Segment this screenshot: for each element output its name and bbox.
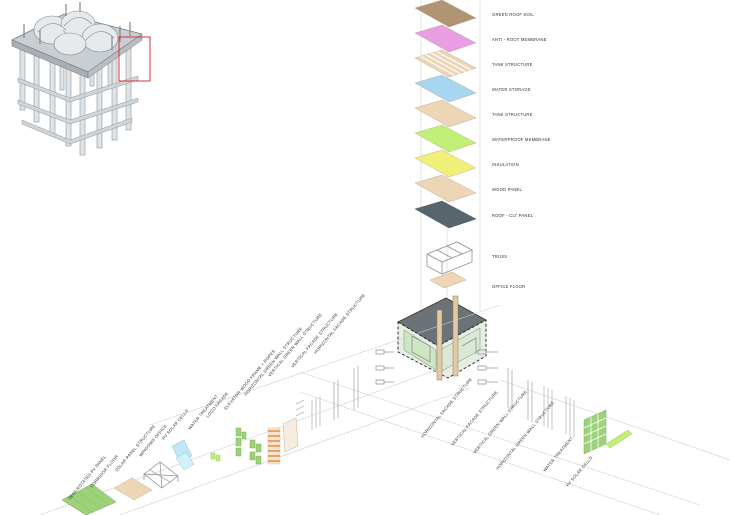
truss [426,241,473,275]
roof-layer-2-slab [414,24,477,53]
horizontal-facade-structure-left [375,349,394,385]
left-label-1: HORIZONTAL FACADE STRUCTURE [313,293,366,355]
semi-rotated-pv-panel [61,483,117,515]
vertical-facade-structure-right [507,368,533,422]
elevator-wood-frame [282,417,299,453]
thumbnail-domes [33,10,119,56]
vertical-green-wall-structure-right [543,386,553,430]
roof-layer-8-slab [414,174,477,203]
central-office-module [397,295,487,381]
right-arm-components [477,349,633,455]
vertical-facade-structure-left [333,366,359,420]
right-label-4: HORIZONTAL GREEN WALL STRUCTURE [495,400,555,471]
pv-solar-cells-right [605,429,633,449]
roof-layer-11-label: OFFICE FLOOR [492,284,525,289]
horizontal-green-wall-structure-right [565,396,575,438]
roof-layer-stack [414,0,477,289]
office-floor-slab [429,271,467,289]
roof-layer-5-label: TANK STRUCTURE [492,112,533,117]
roof-layer-10-label: TRUSS [492,254,507,259]
left-label-7: WATER TREATMENT [187,394,219,431]
roof-layer-6-slab [414,124,477,153]
horizontal-green-wall-structure-left [295,399,305,417]
roof-layer-1-label: GREEN ROOF SOIL [492,12,534,17]
roof-layer-4-label: WATER STORAGE [492,87,531,92]
vertical-green-wall-structure-left [311,396,321,430]
roof-layer-7-label: INSULATION [492,162,519,167]
module-column-right [452,295,459,377]
roof-layer-2-label: ANTI - ROOT MEMBRANE [492,37,547,42]
building-thumbnail [11,2,151,156]
roof-layer-5-slab [414,99,477,128]
right-label-6: PV SOLAR CELLS [565,455,593,487]
water-treatment-right [583,409,607,455]
roof-layer-8-label: WOOD PANEL [492,187,523,192]
roof-layer-4-slab [414,74,477,103]
left-label-10: SOLAR PANEL STRUCTURE [114,424,156,473]
roof-layer-9-slab [414,200,477,229]
roof-layer-9-label: ROOF - CLT PANEL [492,213,534,218]
ground-axes [39,304,730,515]
left-label-3: VERTICAL GREEN WALL STRUCTURE [267,312,323,378]
tank-structure-slats [420,51,471,76]
roof-layer-7-slab [414,149,477,178]
left-arm-components [61,349,394,515]
left-label-5: ELEVATOR WOOD FRAME + ROPES [223,348,276,410]
labels-layer: GREEN ROOF SOIL ANTI - ROOT MEMBRANE TANK … [67,12,593,501]
roof-layer-1-slab [414,0,477,28]
highlight-box [118,36,151,82]
roof-layer-3-slab [414,49,477,78]
logo-facade [267,427,281,465]
module-column-left [436,309,443,381]
pv-solar-cells-left [210,452,221,462]
windows-office [171,439,195,471]
corridor-floor [113,477,153,501]
thumbnail-floor-bands [17,75,139,145]
roof-layer-6-label: WATERPROOF MEMBRANE [492,137,551,142]
left-label-8: PV SOLAR CELLS [161,408,189,440]
roof-layer-3-label: TANK STRUCTURE [492,62,533,67]
water-treatment-left [235,427,262,465]
solar-panel-structure [143,461,179,489]
horizontal-facade-structure-right [477,349,498,385]
